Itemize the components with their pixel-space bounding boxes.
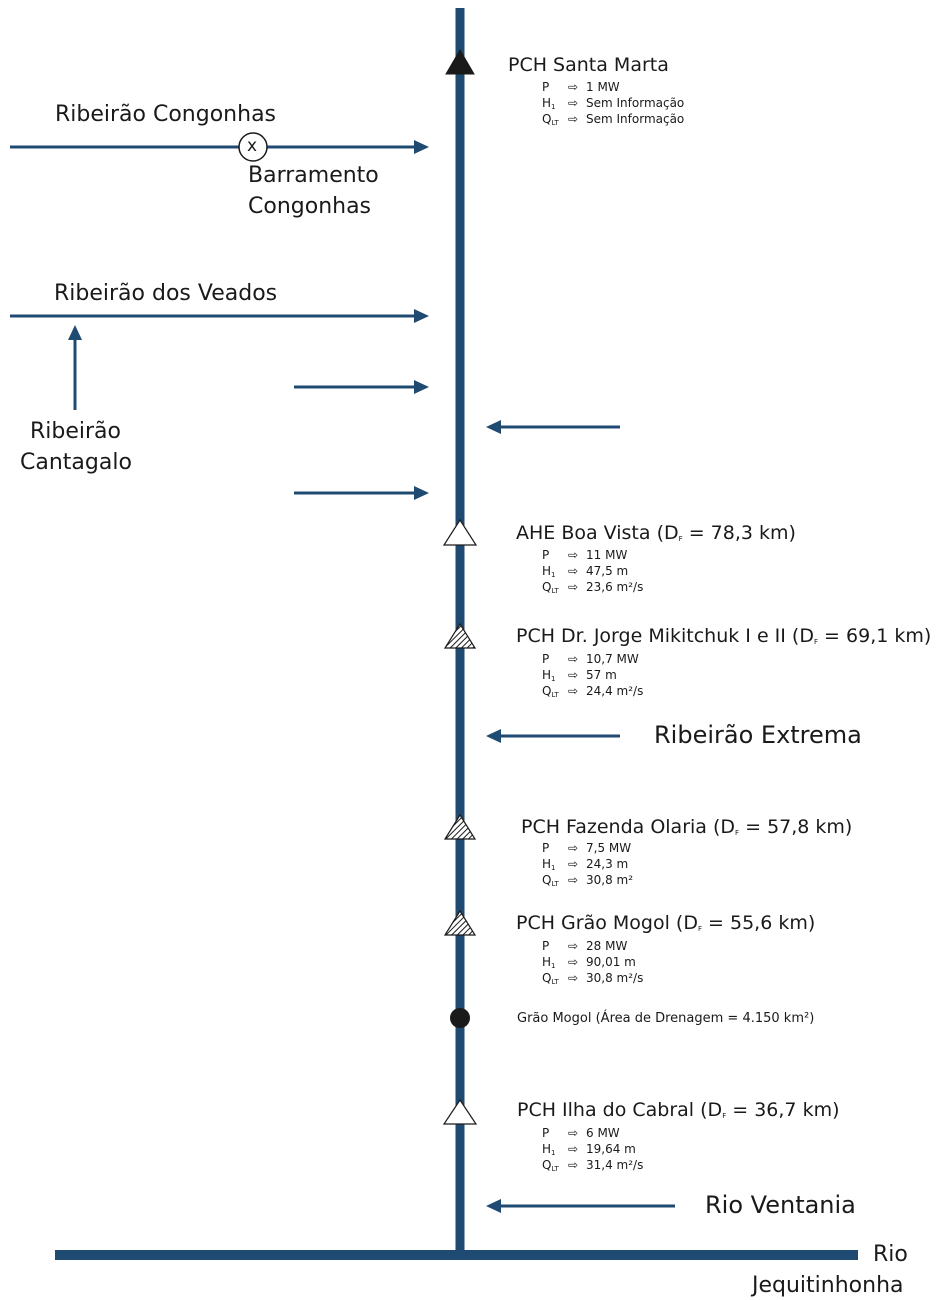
spec-flow: QLT⇨Sem Informação — [542, 112, 685, 127]
congonhas-label: Ribeirão Congonhas — [55, 102, 277, 127]
mikitchuk-dam-icon — [443, 622, 477, 649]
plant-name: PCH Ilha do Cabral (DF = 36,7 km) — [517, 1099, 840, 1121]
congonhas-arrow — [10, 140, 429, 154]
spec-power: P⇨6 MW — [542, 1126, 620, 1140]
veados-arrow — [10, 309, 429, 323]
ventania-arrow — [486, 1199, 675, 1213]
tributary-arrow-2 — [486, 420, 620, 434]
barramento-marker-label: x — [247, 136, 258, 156]
plant-name: PCH Santa Marta — [508, 54, 669, 76]
boa-vista-dam-icon — [442, 518, 478, 546]
veados-label: Ribeirão dos Veados — [54, 281, 278, 306]
spec-flow: QLT⇨24,4 m²/s — [542, 684, 644, 699]
olaria-dam-icon — [443, 813, 477, 840]
cantagalo-label-2: Cantagalo — [20, 450, 132, 475]
spec-flow: QLT⇨31,4 m²/s — [542, 1158, 644, 1173]
spec-head: H1⇨19,64 m — [542, 1142, 636, 1157]
tributary-arrow-3 — [294, 486, 429, 500]
spec-head: H1⇨47,5 m — [542, 564, 629, 579]
spec-flow: QLT⇨23,6 m²/s — [542, 580, 644, 595]
cantagalo-label-1: Ribeirão — [30, 419, 121, 444]
barramento-marker-icon — [238, 132, 268, 162]
tributary-arrow-1 — [294, 380, 429, 394]
ilha-cabral-dam-icon — [442, 1098, 478, 1125]
santa-marta-dam-icon — [445, 49, 475, 75]
gauge-station-label: Grão Mogol (Área de Drenagem = 4.150 km²… — [517, 1011, 815, 1026]
barramento-label-1: Barramento — [248, 163, 379, 188]
barramento-label-2: Congonhas — [248, 194, 372, 219]
plant-name: PCH Grão Mogol (DF = 55,6 km) — [516, 912, 816, 934]
spec-head: H1⇨57 m — [542, 668, 617, 683]
spec-power: P⇨10,7 MW — [542, 652, 639, 666]
ventania-label: Rio Ventania — [705, 1191, 856, 1219]
jequitinhonha-label-2: Jequitinhonha — [752, 1273, 904, 1298]
spec-power: P⇨28 MW — [542, 939, 628, 953]
plant-name: PCH Dr. Jorge Mikitchuk I e II (DF = 69,… — [516, 625, 932, 647]
extrema-label: Ribeirão Extrema — [654, 721, 862, 749]
spec-flow: QLT⇨30,8 m² — [542, 873, 634, 888]
grao-mogol-dam-icon — [443, 909, 477, 936]
spec-power: P⇨1 MW — [542, 80, 620, 94]
plant-name: AHE Boa Vista (DF = 78,3 km) — [516, 522, 796, 544]
jequitinhonha-label-1: Rio — [873, 1242, 908, 1267]
cantagalo-arrow — [68, 325, 82, 410]
spec-flow: QLT⇨30,8 m²/s — [542, 971, 644, 986]
spec-head: H1⇨24,3 m — [542, 857, 629, 872]
spec-power: P⇨11 MW — [542, 548, 628, 562]
spec-power: P⇨7,5 MW — [542, 841, 632, 855]
spec-head: H1⇨Sem Informação — [542, 96, 685, 111]
gauge-station-icon — [450, 1008, 470, 1028]
spec-head: H1⇨90,01 m — [542, 955, 636, 970]
plant-name: PCH Fazenda Olaria (DF = 57,8 km) — [521, 816, 853, 838]
extrema-arrow — [486, 729, 620, 743]
